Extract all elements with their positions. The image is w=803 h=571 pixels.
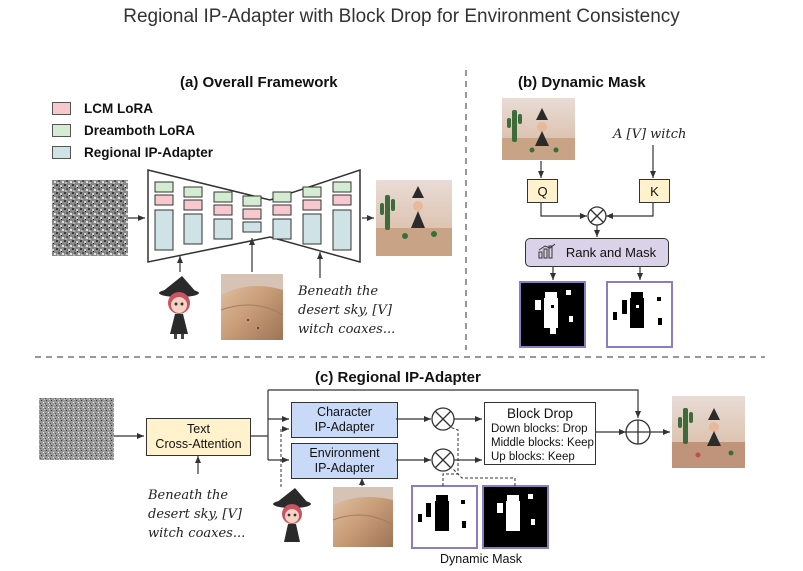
rank-label: Rank and Mask: [565, 245, 657, 260]
prompt-line: Beneath the: [298, 284, 379, 299]
prompt-line: witch coaxes...: [148, 526, 246, 541]
q-box: Q: [527, 179, 558, 203]
block-drop-title: Block Drop: [506, 406, 574, 421]
prompt-line: witch coaxes...: [298, 322, 396, 337]
witch-image-c: [263, 487, 323, 547]
mask-image-b-light: [606, 281, 673, 348]
noise-image-c: [39, 398, 114, 460]
legend-label: Dreamboth LoRA: [84, 122, 195, 138]
dynamic-mask-label: Dynamic Mask: [440, 552, 522, 566]
box-line: IP-Adapter: [314, 420, 375, 434]
witch-image-a: [148, 274, 210, 340]
mask-image-c-light: [411, 485, 478, 549]
mask-image-b-dark: [519, 281, 586, 348]
k-box: K: [639, 179, 670, 203]
panel-a-prompt: Beneath the desert sky, [V] witch coaxes…: [298, 282, 395, 339]
environment-ip-adapter-box: Environment IP-Adapter: [291, 443, 398, 479]
main-title: Regional IP-Adapter with Block Drop for …: [123, 6, 680, 27]
multiply-icon-c-top: [431, 407, 455, 431]
desert-image-a: [220, 274, 284, 340]
box-line: Cross-Attention: [155, 437, 242, 451]
box-line: Environment: [309, 446, 380, 460]
mask-image-c-dark: [482, 485, 549, 549]
legend-lcm-lora: LCM LoRA: [52, 97, 213, 119]
legend: LCM LoRA Dreamboth LoRA Regional IP-Adap…: [52, 97, 213, 163]
character-ip-adapter-box: Character IP-Adapter: [291, 402, 398, 438]
block-drop-line: Down blocks: Drop: [491, 423, 588, 435]
output-image-a: [376, 180, 452, 256]
panel-b-title: (b) Dynamic Mask: [518, 74, 646, 91]
witch-desert-image-b: [502, 98, 575, 160]
box-line: Text: [187, 422, 210, 436]
multiply-icon-c-bottom: [431, 448, 455, 472]
box-line: Character: [317, 405, 372, 419]
text-cross-attention-box: Text Cross-Attention: [146, 418, 251, 456]
prompt-line: desert sky, [V]: [148, 507, 242, 522]
rank-chart-icon: [538, 243, 556, 262]
legend-label: LCM LoRA: [84, 100, 153, 116]
prompt-line: desert sky, [V]: [298, 303, 392, 318]
block-drop-line: Up blocks: Keep: [491, 451, 575, 463]
output-image-c: [672, 396, 745, 468]
desert-image-c: [332, 487, 394, 547]
legend-swatch-pink: [52, 101, 71, 115]
legend-swatch-teal: [52, 145, 71, 159]
legend-swatch-green: [52, 123, 71, 137]
rank-and-mask-box: Rank and Mask: [525, 238, 669, 267]
plus-icon: [625, 419, 651, 445]
noise-image-a: [52, 180, 128, 256]
block-drop-line: Middle blocks: Keep: [491, 437, 594, 449]
panel-a-title: (a) Overall Framework: [180, 74, 338, 91]
block-drop-box: Block Drop Down blocks: Drop Middle bloc…: [484, 402, 596, 465]
panel-c-title: (c) Regional IP-Adapter: [315, 369, 481, 386]
panel-c-prompt: Beneath the desert sky, [V] witch coaxes…: [148, 486, 245, 543]
legend-label: Regional IP-Adapter: [84, 144, 214, 160]
legend-dreambooth-lora: Dreamboth LoRA: [52, 119, 213, 141]
multiply-icon-b: [587, 206, 607, 226]
box-line: IP-Adapter: [314, 461, 375, 475]
panel-b-prompt: A [V] witch: [613, 127, 687, 142]
unet-diagram: [147, 168, 361, 263]
prompt-line: Beneath the: [148, 488, 229, 503]
legend-regional-ip-adapter: Regional IP-Adapter: [52, 141, 213, 163]
